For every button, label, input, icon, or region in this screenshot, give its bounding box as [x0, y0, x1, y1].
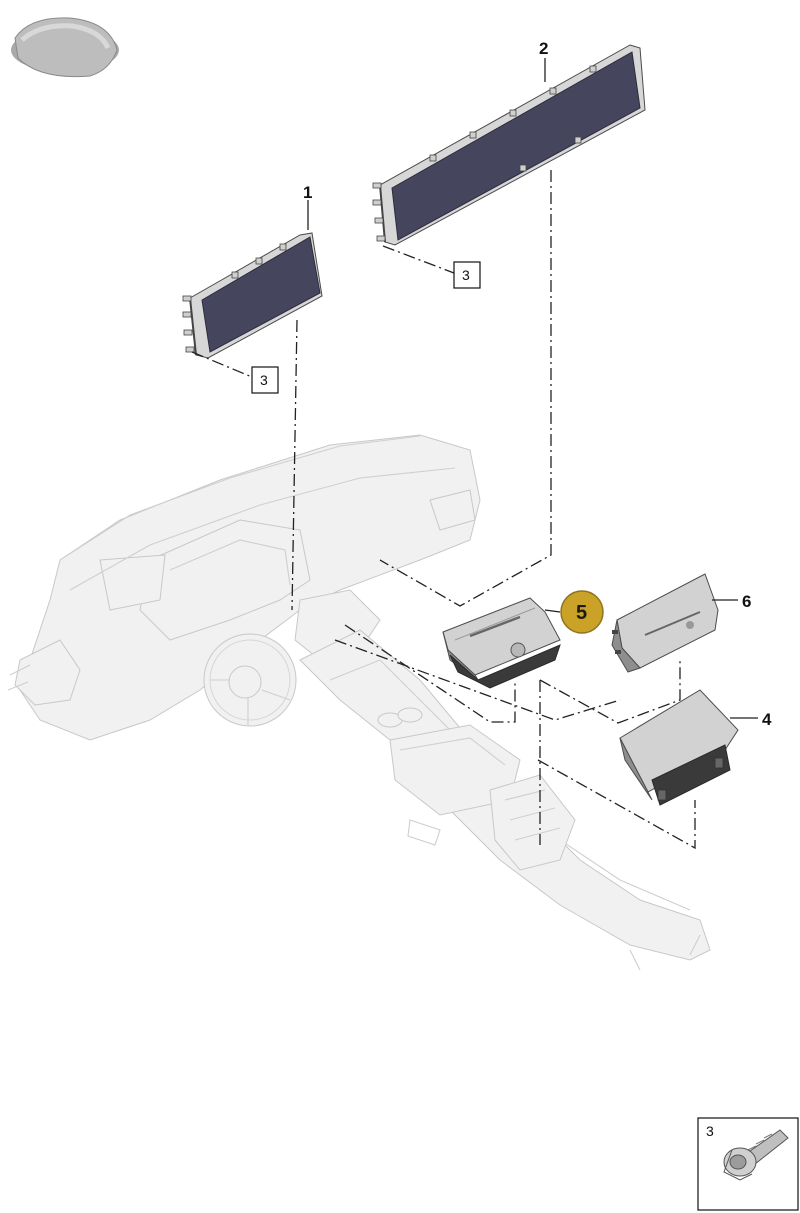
callout-2: 2: [539, 39, 548, 58]
fastener-inset: 3: [697, 1117, 799, 1211]
display-long-part: [372, 44, 646, 246]
callout-3-box-right: 3: [453, 261, 481, 289]
display-small-part: [182, 232, 323, 359]
callout-leaders: [191, 58, 758, 719]
callout-3-box-left: 3: [251, 366, 279, 394]
inset-label: 3: [706, 1123, 714, 1139]
callout-5-highlight[interactable]: 5: [560, 590, 604, 634]
callout-5: 5: [576, 602, 587, 624]
callout-1: 1: [303, 183, 312, 202]
control-unit-box-part: [619, 689, 739, 806]
climate-control-module-part: [442, 597, 561, 689]
control-module-part: [611, 573, 719, 673]
dashboard-ghost-drawing: [7, 434, 711, 971]
vehicle-thumbnail-icon: [11, 17, 119, 78]
screw-icon: [723, 1129, 789, 1181]
callout-4: 4: [762, 710, 772, 729]
callout-3-left: 3: [260, 372, 268, 388]
callout-3-right: 3: [462, 267, 470, 283]
assembly-lines: [291, 170, 696, 850]
callout-6: 6: [742, 592, 751, 611]
